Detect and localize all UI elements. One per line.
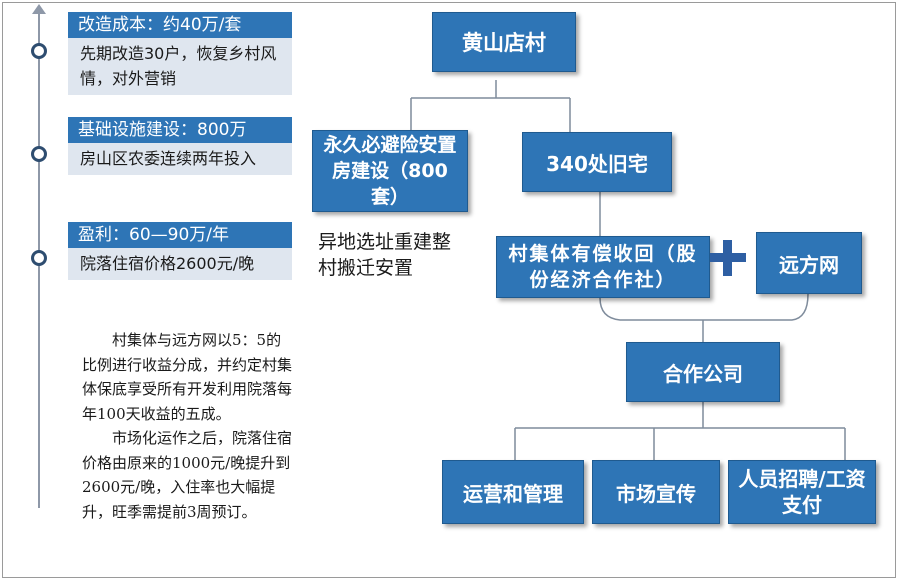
note-paragraph-1: 村集体与远方网以5：5的比例进行收益分成，并约定村集体保底享受所有开发利用院落每… [82, 331, 293, 423]
timeline-dot-3 [31, 250, 47, 266]
node-old-houses: 340处旧宅 [522, 132, 672, 192]
node-marketing: 市场宣传 [592, 460, 720, 524]
card-header: 盈利：60—90万/年 [68, 222, 292, 248]
note-paragraph-2: 市场化运作之后，院落住宿价格由原来的1000元/晚提升到2600元/晚，入住率也… [82, 429, 293, 521]
timeline-card-profit: 盈利：60—90万/年 院落住宿价格2600元/晚 [68, 222, 292, 280]
node-collective: 村集体有偿收回（股份经济合作社） [496, 236, 710, 298]
card-header: 基础设施建设：800万 [68, 117, 292, 143]
resettlement-note: 异地选址重建整村搬迁安置 [318, 231, 452, 279]
timeline-arrow-icon [32, 4, 46, 14]
timeline-dot-2 [31, 146, 47, 162]
revenue-note: 村集体与远方网以5：5的比例进行收益分成，并约定村集体保底享受所有开发利用院落每… [82, 328, 294, 524]
timeline-card-cost: 改造成本：约40万/套 先期改造30户，恢复乡村风情，对外营销 [68, 12, 292, 95]
node-village: 黄山店村 [432, 12, 576, 72]
node-company: 合作公司 [626, 342, 780, 402]
root-connector [410, 80, 571, 132]
card-body: 院落住宿价格2600元/晚 [68, 248, 292, 280]
plus-icon [708, 238, 748, 278]
node-partner: 远方网 [756, 232, 862, 294]
node-operations: 运营和管理 [442, 460, 584, 524]
card-body: 先期改造30户，恢复乡村风情，对外营销 [68, 38, 292, 95]
company-branch-connector [514, 402, 846, 460]
card-body: 房山区农委连续两年投入 [68, 143, 292, 175]
merge-connector [599, 293, 809, 321]
node-hr: 人员招聘/工资支付 [728, 460, 876, 524]
card-header: 改造成本：约40万/套 [68, 12, 292, 38]
timeline-card-infrastructure: 基础设施建设：800万 房山区农委连续两年投入 [68, 117, 292, 175]
node-resettlement: 永久必避险安置房建设（800套） [312, 130, 468, 212]
timeline-dot-1 [31, 43, 47, 59]
